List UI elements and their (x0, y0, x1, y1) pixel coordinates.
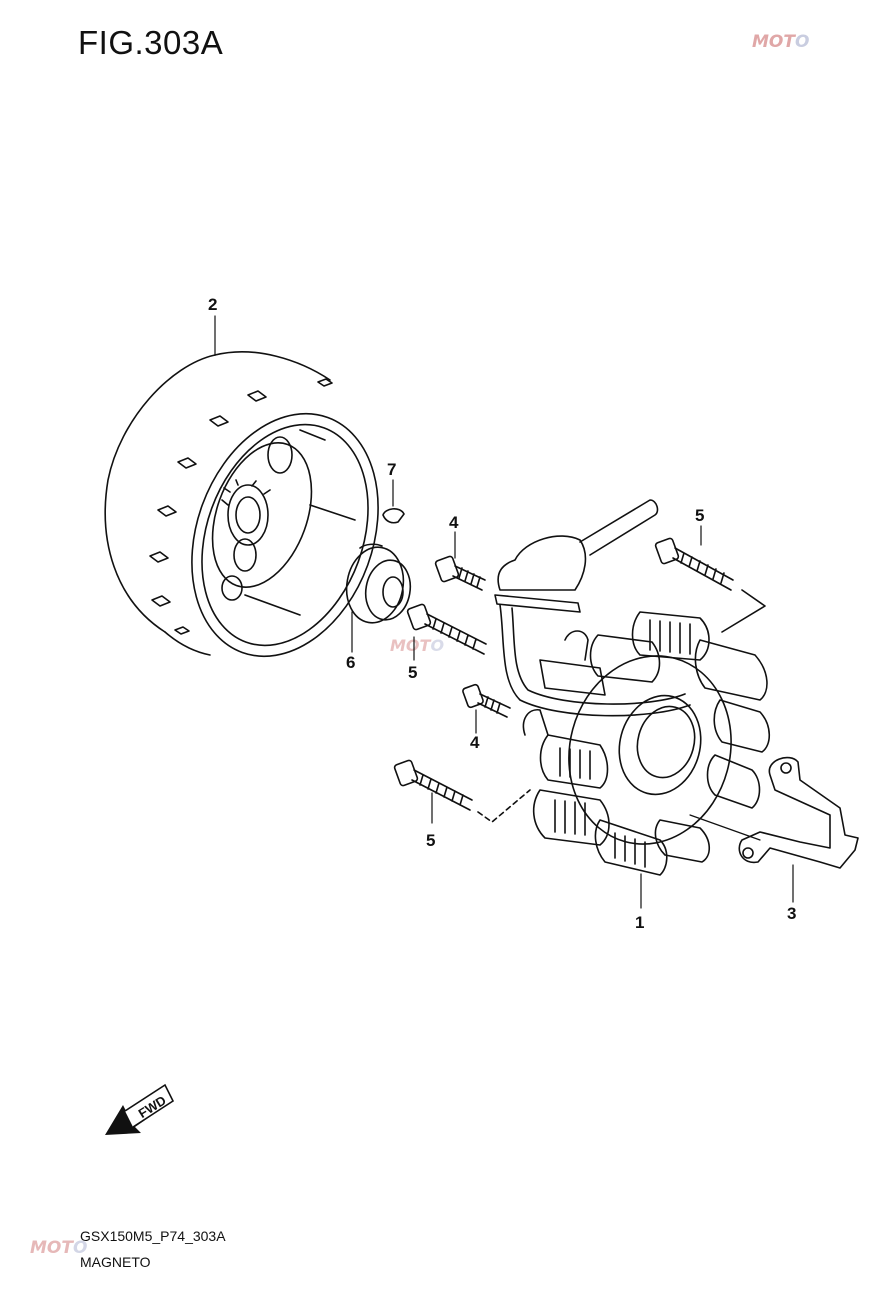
bolt-5-lower (393, 759, 531, 823)
watermark-logo: MOTO (390, 636, 445, 655)
diagram-code: GSX150M5_P74_303A (80, 1228, 226, 1244)
stator-assembly (494, 499, 771, 876)
fwd-direction-arrow: FWD (105, 1083, 175, 1135)
callout-4: 4 (470, 733, 480, 752)
bolt-4-upper (434, 555, 486, 591)
callout-1: 1 (635, 913, 644, 932)
callout-2: 2 (208, 295, 217, 314)
callout-5: 5 (695, 506, 704, 525)
callout-3: 3 (787, 904, 796, 923)
rotor-nut (345, 543, 412, 624)
watermark-logo: MOTO (752, 32, 810, 52)
callout-7: 7 (387, 460, 396, 479)
diagram-name: MAGNETO (80, 1254, 151, 1270)
watermark-logo: MOTO (30, 1238, 88, 1258)
bolt-4-lower (462, 683, 511, 718)
bolt-5-upper-right (654, 537, 766, 633)
callout-4: 4 (449, 513, 459, 532)
woodruff-key (382, 508, 405, 524)
callout-6: 6 (346, 653, 355, 672)
flywheel-rotor (104, 351, 379, 658)
callout-5: 5 (408, 663, 417, 682)
figure-title: FIG.303A (78, 24, 224, 61)
bolt-5-middle (406, 603, 487, 655)
callout-5: 5 (426, 831, 435, 850)
wire-clamp-bracket (689, 756, 859, 869)
